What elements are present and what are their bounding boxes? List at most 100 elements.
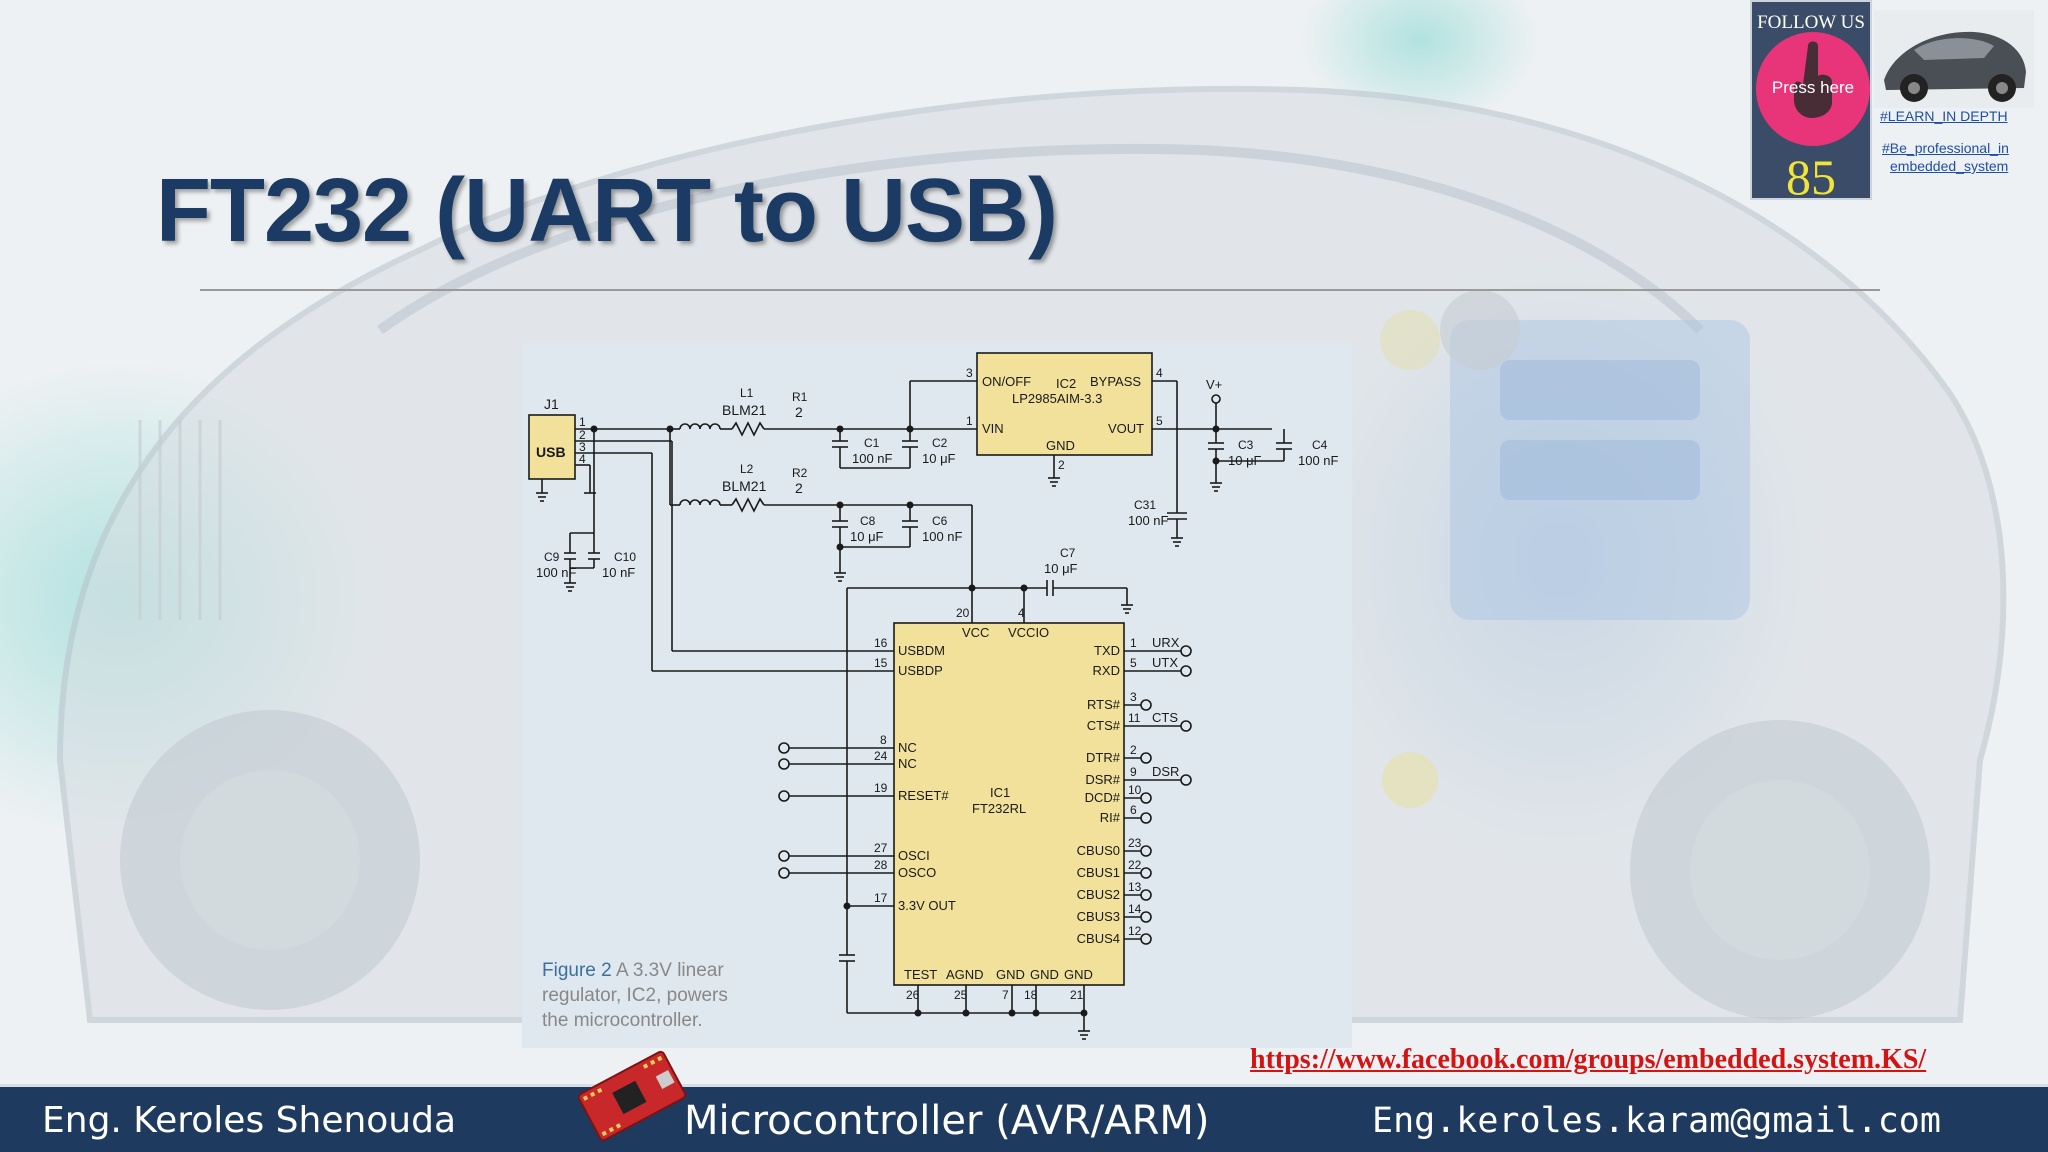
net-cts: CTS <box>1152 710 1178 725</box>
ft232-schematic: J1 USB 1 2 3 4 L1 BLM21 R1 2 L2 BLM21 R2… <box>528 352 1339 1040</box>
ic1-pin-nc-24: NC <box>898 756 917 771</box>
c10-ref: C31 <box>1134 498 1156 512</box>
ic1-pin-cbus0: CBUS0 <box>1077 843 1120 858</box>
schematic-figure: J1 USB 1 2 3 4 L1 BLM21 R1 2 L2 BLM21 R2… <box>522 343 1352 1048</box>
ic1-pinnum-5: 5 <box>1130 656 1137 670</box>
ic1-pin-osci: OSCI <box>898 848 930 863</box>
ic1-pin-rts: RTS# <box>1087 697 1121 712</box>
ic1-pinnum-8: 8 <box>880 733 887 747</box>
ic1-pin-cbus1: CBUS1 <box>1077 865 1120 880</box>
ic1-pin-cts: CTS# <box>1087 718 1121 733</box>
ic1-pinnum-28: 28 <box>874 858 888 872</box>
ic1-right-pin-numbers: 1 5 3 11 2 9 10 6 23 22 13 14 12 <box>1128 636 1142 938</box>
facebook-group-link[interactable]: https://www.facebook.com/groups/embedded… <box>1250 1044 1927 1075</box>
ic1-pin-cbus4: CBUS4 <box>1077 931 1120 946</box>
learn-in-depth-tag[interactable]: #LEARN_IN DEPTH <box>1880 108 2008 124</box>
ic1-pinnum-1: 1 <box>1130 636 1137 650</box>
footer-bar: Eng. Keroles Shenouda Microcontroller (A… <box>0 1084 2048 1152</box>
ic1-net-labels: URX UTX CTS DSR <box>1152 635 1180 779</box>
ic1-pin-3v3out: 3.3V OUT <box>898 898 956 913</box>
vplus-label: V+ <box>1206 377 1222 392</box>
ic1-pinnum-14: 14 <box>1128 902 1142 916</box>
net-utx: UTX <box>1152 655 1178 670</box>
reg-pinnum-gnd: 2 <box>1058 458 1065 472</box>
reg-pin-bypass: BYPASS <box>1090 374 1141 389</box>
c7-ref: C8 <box>860 514 876 528</box>
c3-ref: C3 <box>1238 438 1254 452</box>
ic1-pin-nc-8: NC <box>898 740 917 755</box>
ic1-top-pins: VCC VCCIO 20 4 <box>956 606 1049 640</box>
ic1-pin-reset: RESET# <box>898 788 949 803</box>
be-professional-tag[interactable]: #Be_professional_in <box>1882 140 2009 156</box>
c5-value: 100 nF <box>922 529 963 544</box>
usb-connector-label: USB <box>536 444 566 460</box>
footer-author: Eng. Keroles Shenouda <box>42 1100 457 1141</box>
c7-value: 10 μF <box>850 529 884 544</box>
net-dsr: DSR <box>1152 764 1179 779</box>
regulator-ic-symbol <box>976 352 1153 456</box>
net-urx: URX <box>1152 635 1180 650</box>
ground-symbols <box>536 477 1222 1040</box>
reg-ref: IC2 <box>1056 376 1076 391</box>
follow-us-label: FOLLOW US <box>1757 12 1865 33</box>
reg-part: LP2985AIM-3.3 <box>1012 391 1102 406</box>
figure-caption: Figure 2 A 3.3V linear regulator, IC2, p… <box>542 958 752 1033</box>
ic1-pinnum-2: 2 <box>1130 743 1137 757</box>
ic1-pinnum-vcc: 20 <box>956 606 970 620</box>
l2-ref: L2 <box>740 462 754 476</box>
c9-ref: C10 <box>614 550 636 564</box>
ic1-pinnum-17: 17 <box>874 891 888 905</box>
c6-ref: C7 <box>1060 546 1076 560</box>
ic1-pin-osco: OSCO <box>898 865 936 880</box>
ic1-pinnum-23: 23 <box>1128 836 1142 850</box>
ic1-pinnum-15: 15 <box>874 656 888 670</box>
c9-value: 10 nF <box>602 565 635 580</box>
follow-us-badge[interactable]: FOLLOW US Press here 85 <box>1750 0 1872 205</box>
ic1-bottom-pins: TEST AGND GND GND GND 26 25 7 18 21 <box>904 967 1093 1002</box>
slide-title: FT232 (UART to USB) <box>156 161 1058 261</box>
c1-ref: C1 <box>864 436 880 450</box>
ic1-pinnum-11: 11 <box>1128 711 1141 725</box>
usb-pin-1: 1 <box>579 415 586 429</box>
reg-pinnum-on-off: 3 <box>966 366 973 380</box>
l1-ref: L1 <box>740 386 754 400</box>
ic1-pin-rxd: RXD <box>1093 663 1120 678</box>
ic1-ref: IC1 <box>990 785 1010 800</box>
reg-pinnum-bypass: 4 <box>1156 366 1163 380</box>
r1-ref: R1 <box>792 390 808 404</box>
footer-course: Microcontroller (AVR/ARM) <box>684 1098 1210 1144</box>
ic1-pinnum-13: 13 <box>1128 880 1142 894</box>
ic1-pin-ri: RI# <box>1100 810 1121 825</box>
reg-pin-vin: VIN <box>982 421 1004 436</box>
usb-connector-symbol <box>528 414 576 480</box>
title-divider <box>200 289 1880 291</box>
figure-caption-label: Figure 2 <box>542 960 612 981</box>
ic1-pinnum-25: 25 <box>954 988 968 1002</box>
press-here-button[interactable]: Press here <box>1756 32 1870 146</box>
c1-value: 100 nF <box>852 451 893 466</box>
ic1-pinnum-19: 19 <box>874 781 888 795</box>
embedded-system-tag[interactable]: embedded_system <box>1890 158 2009 174</box>
ic1-pin-gnd-21: GND <box>1064 967 1093 982</box>
reg-pinnum-vin: 1 <box>966 414 973 428</box>
c6-value: 10 μF <box>1044 561 1078 576</box>
c4-value: 100 nF <box>1298 453 1339 468</box>
ic1-pin-vcc: VCC <box>962 625 989 640</box>
ic1-pin-test: TEST <box>904 967 937 982</box>
ic1-pinnum-27: 27 <box>874 841 888 855</box>
ic1-pinnum-vccio: 4 <box>1018 606 1025 620</box>
car-thumbnail-image <box>1874 10 2034 108</box>
r1-value: 2 <box>795 404 803 420</box>
usb-connector-ref: J1 <box>544 396 559 412</box>
ic1-pinnum-24: 24 <box>874 749 888 763</box>
ic1-pin-agnd: AGND <box>946 967 984 982</box>
ic1-pinnum-7: 7 <box>1002 988 1009 1002</box>
c3-value: 10 μF <box>1228 453 1262 468</box>
reg-pin-gnd: GND <box>1046 438 1075 453</box>
ic1-pinnum-18: 18 <box>1024 988 1038 1002</box>
ic1-pinnum-16: 16 <box>874 636 888 650</box>
ic1-pin-vccio: VCCIO <box>1008 625 1049 640</box>
pointing-hand-icon <box>1794 41 1832 118</box>
ic1-pinnum-9: 9 <box>1130 765 1137 779</box>
